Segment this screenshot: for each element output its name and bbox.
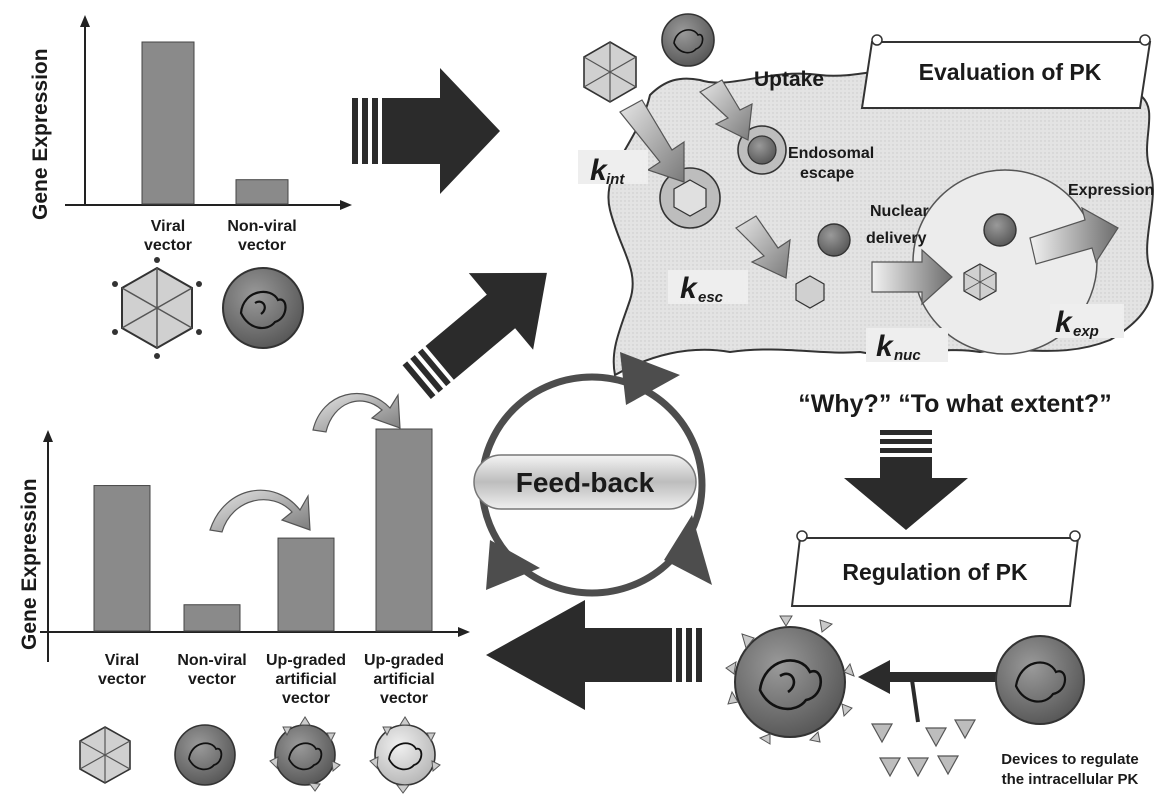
endosomal-escape-label-2: escape: [800, 165, 854, 182]
rate-k-esc-symbol: k: [680, 272, 698, 305]
bar-label: artificial: [275, 671, 336, 688]
bar-label: vector: [98, 671, 146, 688]
nonviral-particle-icon: [222, 267, 304, 349]
endosome-virus-icon: [659, 167, 721, 229]
bar: [93, 485, 151, 632]
nuclear-delivery-label-2: delivery: [866, 230, 927, 247]
pk-evaluation-title: Evaluation of PK: [919, 59, 1102, 85]
arrow-to-pk-evaluation: [352, 68, 500, 194]
bar-label: artificial: [373, 671, 434, 688]
top-chart-x-axis-arrowhead: [340, 200, 352, 210]
virus-icon: [79, 726, 131, 784]
rate-k-int: k int: [578, 150, 648, 188]
process-arrows: [619, 79, 1119, 306]
rate-k-nuc-subscript: nuc: [894, 347, 921, 364]
virus-icon: [583, 41, 637, 103]
bar: [141, 41, 195, 205]
bar: [235, 179, 289, 205]
bar-label: vector: [380, 690, 428, 707]
bar: [375, 428, 433, 632]
pk-evaluation-banner: Evaluation of PK: [860, 34, 1152, 109]
top-chart-bars: [141, 41, 289, 205]
bar-label: Viral: [151, 218, 185, 235]
feedback-label: Feed-back: [516, 467, 655, 498]
bottom-chart-ylabel: Gene Expression: [18, 478, 41, 650]
bottom-chart-x-axis-arrowhead: [458, 627, 470, 637]
nonviral-particle-icon: [174, 724, 236, 786]
upgrade-curve-arrow-1: [209, 489, 311, 533]
cycle-arrowhead-right: [664, 515, 712, 585]
rate-k-esc: k esc: [668, 270, 748, 306]
endosomal-escape-label-1: Endosomal: [788, 145, 874, 162]
bar: [183, 604, 241, 632]
top-chart: Gene Expression Viral vector Non-viral vect…: [29, 15, 352, 254]
virus-icon: [795, 275, 825, 309]
pk-regulation-banner: Regulation of PK: [790, 530, 1081, 607]
rate-k-int-subscript: int: [606, 171, 625, 188]
bar-label: Non-viral: [177, 652, 246, 669]
unmodified-vector-icon: [995, 635, 1085, 725]
virus-icon: [112, 257, 202, 359]
devices-label-1: Devices to regulate: [1001, 751, 1139, 768]
rate-k-nuc: k nuc: [866, 328, 948, 364]
endosome-icon: [737, 125, 787, 175]
bar-label: Up-graded: [266, 652, 346, 669]
bar-label: Up-graded: [364, 652, 444, 669]
top-chart-ylabel: Gene Expression: [29, 48, 52, 220]
feedback-cycle: Feed-back: [473, 352, 712, 597]
bar-label: Viral: [105, 652, 139, 669]
rate-k-nuc-symbol: k: [876, 330, 894, 363]
arrow-to-bottom-chart: [486, 600, 702, 710]
nonviral-particle-icon: [817, 223, 851, 257]
nonviral-particle-icon: [983, 213, 1017, 247]
bar-label: vector: [282, 690, 330, 707]
upgraded-vector-icon-light: [369, 716, 441, 794]
feedback-tube: [473, 454, 697, 510]
virus-icon: [963, 263, 997, 301]
pk-regulation-title: Regulation of PK: [842, 559, 1028, 585]
bottom-chart-bars: [93, 428, 433, 632]
upgrade-curve-arrow-2: [312, 392, 401, 433]
bar-label: vector: [144, 237, 192, 254]
rate-k-exp-subscript: exp: [1073, 323, 1099, 340]
bar: [277, 537, 335, 632]
bar-label: vector: [188, 671, 236, 688]
rate-k-esc-subscript: esc: [698, 289, 724, 306]
cycle-arrowhead-left: [486, 540, 540, 590]
regulation-arrow: [858, 660, 996, 723]
bar-label: vector: [238, 237, 286, 254]
expression-label: Expression: [1068, 182, 1154, 199]
upgraded-vector-icon-dark: [269, 716, 341, 792]
regulated-vector-icon: [725, 615, 855, 745]
bar-label: Non-viral: [227, 218, 296, 235]
arrow-down-to-regulation: [844, 430, 968, 530]
top-chart-y-axis-arrowhead: [80, 15, 90, 27]
questions-label: “Why?” “To what extent?”: [798, 390, 1111, 418]
rate-k-exp: k exp: [1050, 304, 1124, 340]
rate-k-int-symbol: k: [590, 154, 608, 187]
devices-label-2: the intracellular PK: [1002, 771, 1139, 788]
top-chart-labels: Viral vector Non-viral vector: [144, 218, 297, 254]
bottom-chart: Gene Expression Viral vector Non-viral vect…: [18, 428, 470, 707]
cycle-arrowhead-top: [620, 352, 680, 405]
bottom-chart-labels: Viral vector Non-viral vector Up-graded artif…: [98, 652, 444, 707]
arrow-from-bottom-chart: [402, 272, 547, 399]
rate-k-exp-symbol: k: [1055, 306, 1073, 339]
uptake-label: Uptake: [754, 68, 824, 91]
nuclear-delivery-label-1: Nuclear: [870, 203, 929, 220]
regulation-devices: [870, 719, 977, 778]
nonviral-particle-icon: [661, 13, 715, 67]
bottom-chart-y-axis-arrowhead: [43, 430, 53, 442]
